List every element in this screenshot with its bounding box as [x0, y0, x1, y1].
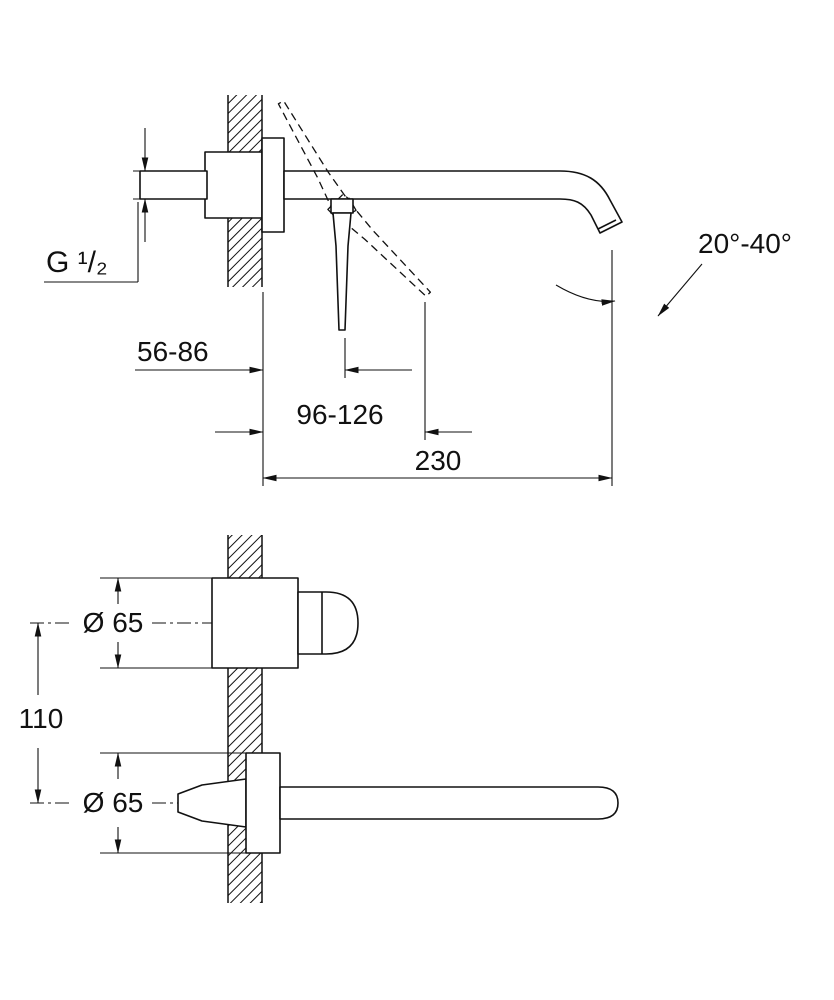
spout-plan [177, 752, 619, 854]
dim-110: 110 [19, 703, 64, 734]
dim-96-126: 96-126 [296, 399, 383, 430]
angle-range-label: 20°-40° [698, 228, 792, 259]
supply-pipe [139, 170, 208, 200]
handle-knob-plan [297, 591, 359, 655]
spout-escutcheon-plan [245, 752, 281, 854]
side-view: G ¹/₂ 56-86 96-126 230 20°-40° [44, 95, 792, 486]
spout-aerator-line [597, 219, 617, 230]
angle-annotation [555, 263, 703, 317]
swivel-arc [555, 284, 616, 306]
dim-spout-diameter: Ø 65 [83, 787, 144, 818]
dimension-230 [262, 250, 613, 486]
dimension-56-86 [135, 292, 412, 486]
thread-dimension [44, 128, 168, 283]
spout-connector-plan [177, 778, 247, 828]
handle-joint [330, 198, 354, 214]
wall-escutcheon-side [261, 137, 285, 233]
handle-escutcheon-plan [211, 577, 299, 669]
spout-outline [283, 170, 623, 234]
plan-view: Ø 65 110 Ø 65 [19, 535, 619, 903]
dim-230: 230 [415, 445, 462, 476]
dim-handle-diameter: Ø 65 [83, 607, 144, 638]
handle-plan [211, 577, 359, 669]
dimension-96-126 [215, 302, 472, 440]
dim-56-86: 56-86 [137, 336, 209, 367]
handle-blade [332, 212, 352, 331]
concealed-body [204, 151, 263, 219]
handle-lever [330, 198, 354, 331]
spout-tube-plan [279, 786, 619, 820]
dimension-handle-diameter [100, 577, 212, 669]
thread-size-label: G ¹/₂ [46, 246, 108, 279]
angle-leader [657, 263, 703, 317]
dimension-spout-diameter [100, 752, 246, 854]
